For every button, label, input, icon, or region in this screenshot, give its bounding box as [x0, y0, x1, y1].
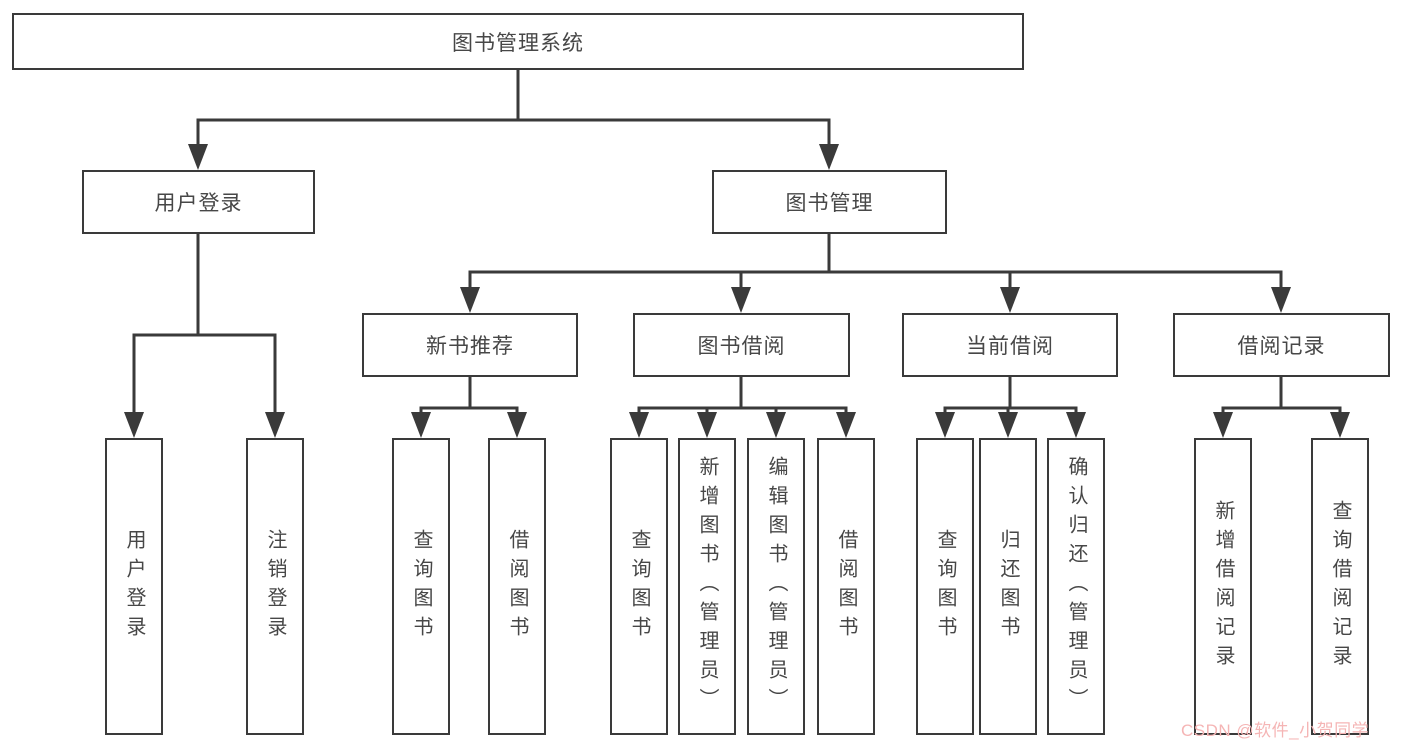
leaf-label: 注销登录	[264, 528, 286, 645]
leaf-borrow-books: 借阅图书	[817, 438, 875, 735]
leaf-logout: 注销登录	[246, 438, 304, 735]
leaf-label: 查询借阅记录	[1329, 499, 1351, 674]
leaf-label: 查询图书	[934, 528, 956, 645]
node-new-book-recommend: 新书推荐	[362, 313, 578, 377]
leaf-label: 归还图书	[997, 528, 1019, 645]
leaf-add-borrow-record: 新增借阅记录	[1194, 438, 1252, 735]
leaf-edit-book-admin: 编辑图书（管理员）	[747, 438, 805, 735]
leaf-label: 查询图书	[628, 528, 650, 645]
csdn-watermark: CSDN @软件_小贺同学	[1181, 721, 1370, 740]
leaf-label: 新增借阅记录	[1212, 499, 1234, 674]
leaf-borrow-books-recommend: 借阅图书	[488, 438, 546, 735]
leaf-confirm-return-admin: 确认归还（管理员）	[1047, 438, 1105, 735]
leaf-label: 用户登录	[123, 528, 145, 645]
leaf-query-books-borrow: 查询图书	[610, 438, 668, 735]
leaf-label: 新增图书（管理员）	[696, 456, 718, 717]
leaf-return-book: 归还图书	[979, 438, 1037, 735]
leaf-label: 编辑图书（管理员）	[765, 456, 787, 717]
node-book-borrow: 图书借阅	[633, 313, 850, 377]
leaf-label: 查询图书	[410, 528, 432, 645]
leaf-label: 借阅图书	[835, 528, 857, 645]
node-library-management-system: 图书管理系统	[12, 13, 1024, 70]
leaf-label: 借阅图书	[506, 528, 528, 645]
node-borrow-records: 借阅记录	[1173, 313, 1390, 377]
leaf-query-books-current: 查询图书	[916, 438, 974, 735]
leaf-query-books-recommend: 查询图书	[392, 438, 450, 735]
leaf-label: 确认归还（管理员）	[1065, 456, 1087, 717]
leaf-add-book-admin: 新增图书（管理员）	[678, 438, 736, 735]
node-current-borrow: 当前借阅	[902, 313, 1118, 377]
node-user-login: 用户登录	[82, 170, 315, 234]
leaf-user-login: 用户登录	[105, 438, 163, 735]
node-book-management: 图书管理	[712, 170, 947, 234]
leaf-query-borrow-record: 查询借阅记录	[1311, 438, 1369, 735]
